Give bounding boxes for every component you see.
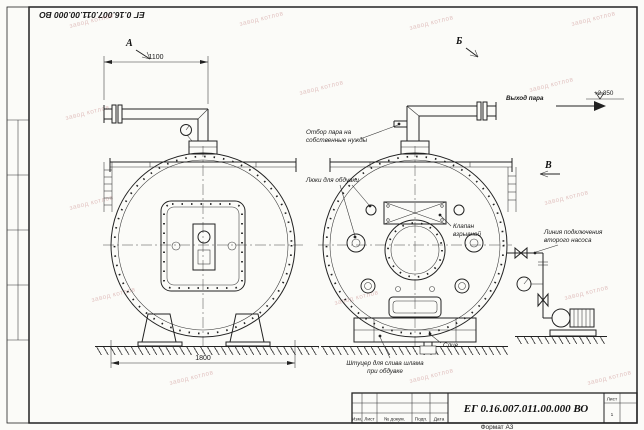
view-arrow-a: А bbox=[125, 38, 151, 60]
callout-explosion-valve: Клапан взрывной bbox=[438, 213, 481, 238]
doc-number-rotated: ЕГ 0.16.007.011.00.000 ВО bbox=[39, 10, 145, 20]
level-mark: +2,350 bbox=[586, 90, 624, 100]
title-block: Изм. Лист № докум. Подп. Дата ЕГ 0.16.00… bbox=[351, 392, 638, 424]
callout-sludge: Штуцер для слива шлама при обдувке bbox=[346, 334, 424, 375]
callout-hatches: Люки для обдувки bbox=[305, 176, 372, 239]
boiler-rear-view: В Б bbox=[318, 36, 560, 355]
watermark: завод котлов bbox=[564, 284, 610, 302]
pump-line-line1: Линия подключения bbox=[543, 228, 603, 236]
sludge-line2: при обдувке bbox=[367, 367, 403, 375]
sheet-frame bbox=[6, 6, 638, 424]
view-label-v: В bbox=[544, 160, 552, 171]
watermark: завод котлов bbox=[409, 14, 455, 32]
stamp-sheet-value: 1 bbox=[611, 412, 614, 418]
watermark: завод котлов bbox=[587, 369, 633, 387]
watermark: завод котлов bbox=[91, 286, 137, 304]
sludge-line1: Штуцер для слива шлама bbox=[346, 359, 424, 367]
watermark: завод котлов bbox=[571, 10, 617, 28]
callout-drain: Слив bbox=[428, 332, 459, 349]
title-block-doc-number: ЕГ 0.16.007.011.00.000 ВО bbox=[463, 403, 588, 415]
handrail-front bbox=[103, 158, 297, 212]
stamp-izm: Изм. bbox=[352, 417, 362, 423]
dim-1100: 1100 bbox=[148, 54, 163, 61]
stamp-sheet-label: Лист bbox=[607, 397, 618, 403]
explosion-valve-line1: Клапан bbox=[453, 223, 475, 230]
face-nozzles bbox=[346, 204, 484, 294]
watermark: завод котлов bbox=[529, 76, 575, 94]
view-label-a: А bbox=[125, 38, 133, 49]
watermark: завод котлов bbox=[169, 369, 215, 387]
valve-icon bbox=[514, 246, 528, 260]
saddle-supports bbox=[137, 313, 271, 347]
watermark: завод котлов bbox=[409, 367, 455, 385]
pump-icon bbox=[549, 308, 597, 337]
explosion-valve-hatch bbox=[383, 201, 447, 225]
stamp-podp: Подп. bbox=[415, 417, 428, 423]
callout-own-needs: Отбор пара на собственные нужды bbox=[306, 122, 401, 144]
boiler-front-view: 1100 1800 А bbox=[103, 38, 303, 368]
ground-hatch-front-view bbox=[95, 346, 319, 355]
steam-dome-and-pipe-rear bbox=[393, 101, 497, 155]
hatches-label: Люки для обдувки bbox=[305, 176, 359, 184]
own-needs-line2: собственные нужды bbox=[306, 136, 368, 144]
pressure-gauge-icon bbox=[180, 124, 193, 142]
steam-outlet-callout: Выход пара +2,350 bbox=[506, 90, 624, 111]
steam-dome-and-pipe-front bbox=[103, 104, 218, 155]
dimension-boiler-width: 1800 bbox=[110, 340, 296, 368]
skid-base bbox=[353, 317, 477, 355]
stamp-doc: № докум. bbox=[384, 417, 405, 423]
watermark: завод котлов bbox=[69, 194, 115, 212]
own-needs-line1: Отбор пара на bbox=[306, 128, 352, 136]
view-arrow-v: В bbox=[539, 160, 560, 178]
feed-pump-assembly bbox=[507, 246, 597, 337]
pump-pressure-gauge-icon bbox=[516, 276, 543, 292]
manhole bbox=[384, 219, 446, 281]
format-label: Формат А3 bbox=[481, 424, 514, 430]
stamp-list: Лист bbox=[364, 417, 375, 423]
stamp-data: Дата bbox=[434, 417, 445, 423]
drain-label: Слив bbox=[443, 342, 459, 349]
furnace-door bbox=[160, 200, 246, 292]
handrail-rear bbox=[329, 158, 517, 212]
pump-line-line2: второго насоса bbox=[544, 237, 592, 244]
view-label-b: Б bbox=[455, 36, 463, 47]
dim-1800: 1800 bbox=[195, 355, 211, 362]
watermark: завод котлов bbox=[544, 189, 590, 207]
watermark: завод котлов bbox=[239, 10, 285, 28]
view-arrow-b: Б bbox=[455, 36, 479, 58]
explosion-valve-line2: взрывной bbox=[453, 230, 481, 238]
steam-outlet-label: Выход пара bbox=[506, 94, 544, 102]
valve-icon bbox=[537, 292, 549, 308]
dimension-pipe-length: 1100 bbox=[103, 54, 209, 104]
blowdown-hatch bbox=[388, 296, 442, 318]
callout-pump-line: Линия подключения второго насоса bbox=[533, 228, 603, 255]
ground-hatch-rear-view bbox=[321, 346, 508, 355]
watermarks: завод котлов завод котлов завод котлов з… bbox=[65, 10, 633, 387]
watermark: завод котлов bbox=[299, 79, 345, 97]
